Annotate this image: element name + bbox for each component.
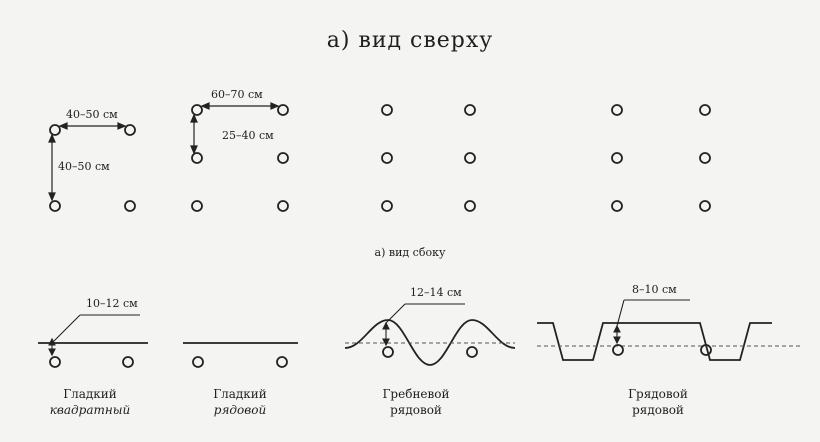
plant-circle bbox=[276, 356, 288, 368]
plant-circle bbox=[611, 104, 623, 116]
caption-line: Гребневой bbox=[382, 387, 450, 401]
arrow-head-icon bbox=[48, 337, 56, 346]
ground-level-dashed bbox=[345, 342, 800, 347]
plant-circle bbox=[49, 356, 61, 368]
caption-line: рядовой bbox=[213, 403, 267, 417]
caption-line: рядовой bbox=[390, 403, 442, 417]
plant-circle bbox=[464, 104, 476, 116]
dim-square-vertical: 40–50 см bbox=[58, 160, 110, 173]
caption-bed-row: Грядовой рядовой bbox=[598, 386, 718, 418]
plant-circle bbox=[464, 200, 476, 212]
plant-circle bbox=[124, 124, 136, 136]
arrow-head-icon bbox=[270, 102, 280, 110]
plant-circle bbox=[277, 104, 289, 116]
arrow-head-icon bbox=[613, 324, 621, 333]
dim-square-horizontal: 40–50 см bbox=[66, 108, 118, 121]
dim-bed-height: 8–10 см bbox=[632, 283, 677, 296]
plant-circle bbox=[277, 200, 289, 212]
plant-circle bbox=[699, 104, 711, 116]
plant-circle bbox=[381, 152, 393, 164]
arrow-head-icon bbox=[48, 348, 56, 357]
plant-circle bbox=[466, 346, 478, 358]
caption-line: квадратный bbox=[49, 403, 131, 417]
plant-circle bbox=[612, 344, 624, 356]
top-view-plants bbox=[49, 104, 711, 212]
plant-circle bbox=[49, 124, 61, 136]
caption-smooth-square: Гладкий квадратный bbox=[30, 386, 150, 418]
leader-line bbox=[385, 303, 406, 324]
plant-circle bbox=[49, 200, 61, 212]
leader-line bbox=[51, 314, 81, 344]
plant-circle bbox=[124, 200, 136, 212]
plant-circle bbox=[191, 200, 203, 212]
top-view-dimension-lines bbox=[48, 102, 280, 202]
ridge-profile-line bbox=[344, 319, 516, 366]
arrow-head-icon bbox=[200, 102, 210, 110]
caption-smooth-row: Гладкий рядовой bbox=[180, 386, 300, 418]
plant-circle bbox=[382, 346, 394, 358]
plant-circle bbox=[381, 200, 393, 212]
arrow-head-icon bbox=[58, 122, 68, 130]
bed-profile-line bbox=[537, 322, 772, 361]
arrow-head-icon bbox=[190, 113, 198, 123]
caption-line: рядовой bbox=[632, 403, 684, 417]
arrow-head-icon bbox=[382, 321, 390, 330]
plant-circle bbox=[699, 152, 711, 164]
side-view-plants bbox=[49, 344, 712, 368]
leader-line bbox=[616, 299, 625, 327]
plant-circle bbox=[192, 356, 204, 368]
arrow-head-icon bbox=[613, 336, 621, 345]
side-view-title: а) вид сбоку bbox=[374, 246, 446, 259]
plant-circle bbox=[191, 152, 203, 164]
plant-circle bbox=[611, 152, 623, 164]
plant-circle bbox=[277, 152, 289, 164]
dim-row-horizontal: 60–70 см bbox=[211, 88, 263, 101]
plant-circle bbox=[700, 344, 712, 356]
caption-line: Гладкий bbox=[213, 387, 267, 401]
dim-row-vertical: 25–40 см bbox=[222, 129, 274, 142]
plant-circle bbox=[611, 200, 623, 212]
caption-line: Гладкий bbox=[63, 387, 117, 401]
plant-circle bbox=[464, 152, 476, 164]
arrow-head-icon bbox=[190, 145, 198, 155]
arrow-head-icon bbox=[48, 192, 56, 202]
plant-circle bbox=[699, 200, 711, 212]
plant-circle bbox=[191, 104, 203, 116]
side-view-dimension-lines bbox=[48, 299, 690, 357]
dim-smooth-depth: 10–12 см bbox=[86, 297, 138, 310]
caption-ridge-row: Гребневой рядовой bbox=[356, 386, 476, 418]
side-view-profiles bbox=[38, 319, 772, 366]
dim-ridge-height: 12–14 см bbox=[410, 286, 462, 299]
caption-line: Грядовой bbox=[628, 387, 688, 401]
arrow-head-icon bbox=[117, 122, 127, 130]
arrow-head-icon bbox=[382, 338, 390, 347]
top-view-title: а) вид сверху bbox=[326, 28, 494, 53]
plant-circle bbox=[122, 356, 134, 368]
plant-circle bbox=[381, 104, 393, 116]
arrow-head-icon bbox=[48, 133, 56, 143]
